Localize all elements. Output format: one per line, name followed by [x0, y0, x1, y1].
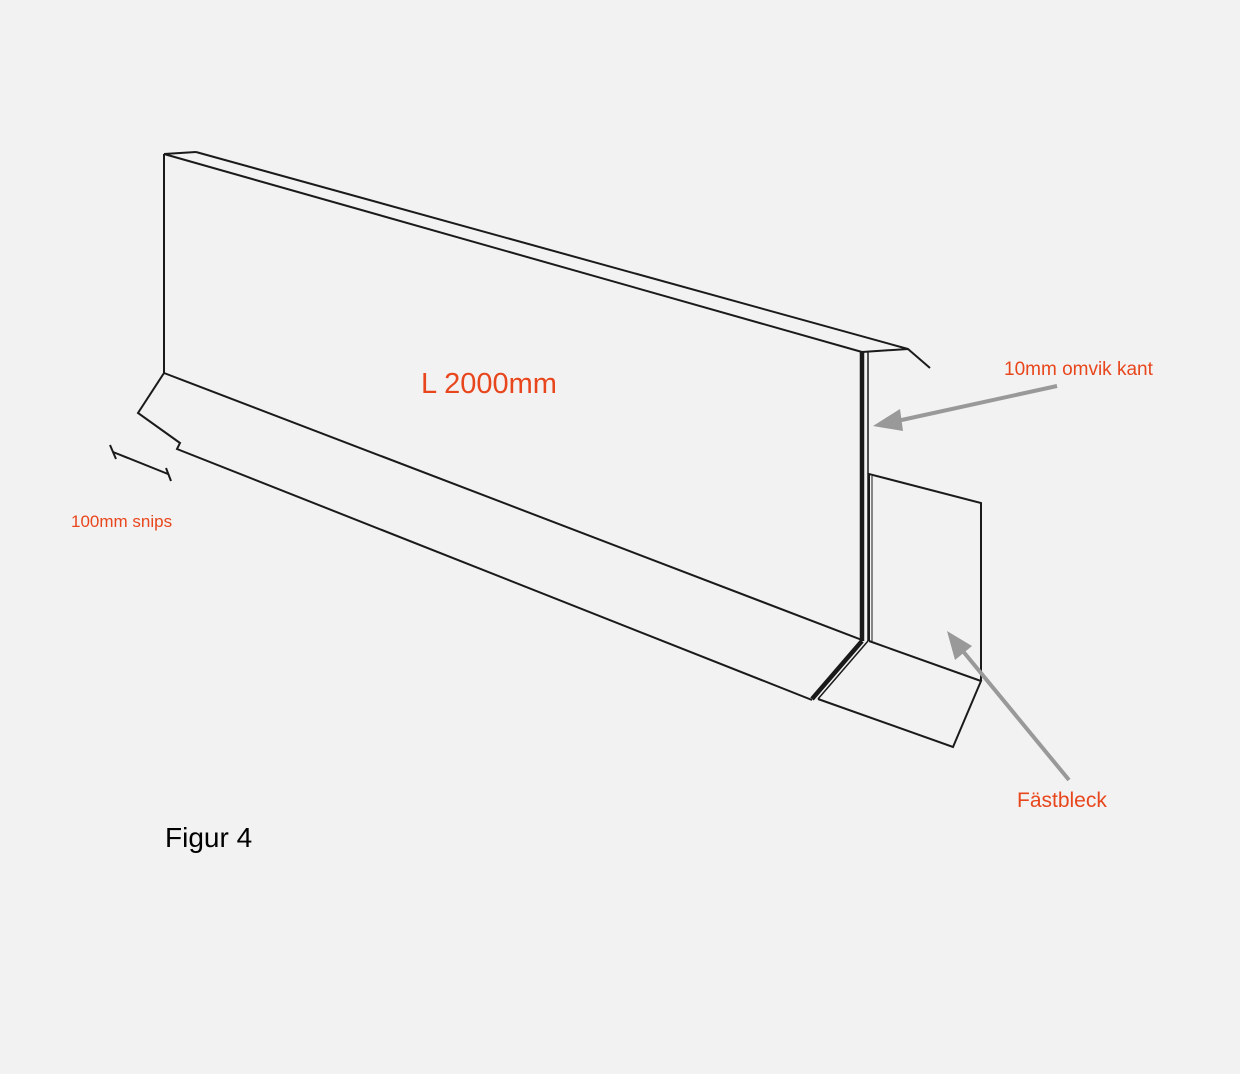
- mounting-bracket: [817, 472, 983, 749]
- fold-edge-label: 10mm omvik kant: [1004, 359, 1153, 380]
- bracket-arrow: [947, 631, 1071, 782]
- length-label: L 2000mm: [421, 368, 557, 400]
- flashing-panel: [163, 151, 931, 641]
- figure-caption: Figur 4: [165, 822, 253, 853]
- snip-label: 100mm snips: [71, 512, 173, 531]
- bottom-flange: [136, 372, 813, 701]
- fold-edge: [810, 352, 869, 701]
- snip-dimension: [109, 444, 172, 482]
- bracket-label: Fästbleck: [1017, 789, 1107, 812]
- fold-edge-arrow: [873, 384, 1058, 431]
